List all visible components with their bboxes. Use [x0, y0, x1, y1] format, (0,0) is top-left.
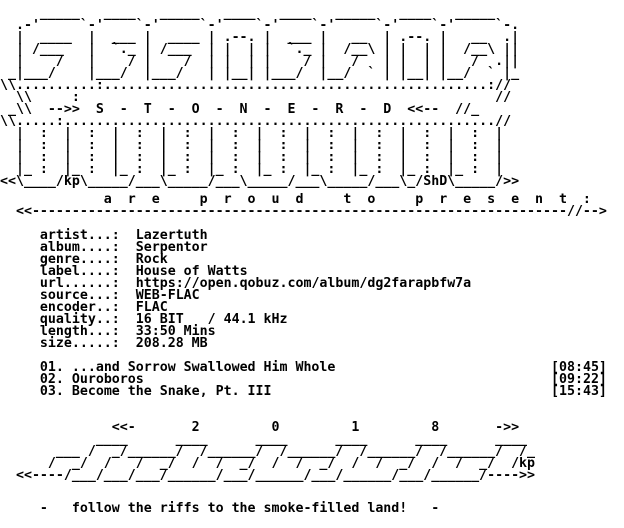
track-title: ...and Sorrow Swallowed Him Whole: [71, 360, 336, 375]
release-field-label: album....:: [0, 240, 136, 255]
release-field: label....: House of Watts: [0, 264, 248, 279]
track-number: 03.: [0, 384, 72, 399]
year-2018-ascii-art: <<- 2 0 1 8 ->> ____ ____ ____ ____ ____…: [15, 420, 536, 483]
release-field-label: source...:: [0, 288, 136, 303]
track-row: 03. Become the Snake, Pt. III [15:43]: [0, 384, 607, 399]
release-field: artist...: Lazertuth: [0, 228, 208, 243]
stonerd-ascii-header: _____ ____ _____ ____ ____ _____ ____ __…: [0, 6, 520, 189]
track-row: 01. ...and Sorrow Swallowed Him Whole [0…: [0, 360, 607, 375]
release-field-label: quality..:: [0, 312, 136, 327]
release-field-value: House of Watts: [135, 264, 248, 279]
track-number: 02.: [0, 372, 72, 387]
release-field: source...: WEB-FLAC: [0, 288, 200, 303]
presents-banner: a r e p r o u d t o p r e s e n t : <<--…: [15, 192, 607, 219]
release-field: genre....: Rock: [0, 252, 168, 267]
release-field: size.....: 208.28 MB: [0, 336, 208, 351]
track-title: Become the Snake, Pt. III: [71, 384, 272, 399]
release-field-label: encoder..:: [0, 300, 136, 315]
release-field-value: WEB-FLAC: [135, 288, 200, 303]
release-field-label: artist...:: [0, 228, 136, 243]
release-field: encoder..: FLAC: [0, 300, 168, 315]
release-field-value: Lazertuth: [135, 228, 208, 243]
tagline: - follow the riffs to the smoke-filled l…: [0, 501, 440, 516]
track-duration: [15:43]: [551, 384, 607, 399]
release-field-label: url......:: [0, 276, 136, 291]
release-field-label: genre....:: [0, 252, 136, 267]
release-field-value: FLAC: [135, 300, 168, 315]
release-field-value: 208.28 MB: [135, 336, 208, 351]
release-field-value: Rock: [135, 252, 168, 267]
track-duration: [09:22]: [551, 372, 607, 387]
track-number: 01.: [0, 360, 72, 375]
release-field-value: https://open.qobuz.com/album/dg2farapbfw…: [135, 276, 472, 291]
release-field: album....: Serpentor: [0, 240, 208, 255]
release-field-label: size.....:: [0, 336, 136, 351]
release-field: url......: https://open.qobuz.com/album/…: [0, 276, 471, 291]
release-field: quality..: 16 BIT / 44.1 kHz: [0, 312, 288, 327]
release-field-value: Serpentor: [135, 240, 208, 255]
release-field-label: length...:: [0, 324, 136, 339]
release-field: length...: 33:50 Mins: [0, 324, 216, 339]
track-title: Ouroboros: [71, 372, 144, 387]
release-field-value: 33:50 Mins: [135, 324, 216, 339]
release-info-block: artist...: Lazertuth album....: Serpento…: [0, 228, 471, 351]
tracklist: 01. ...and Sorrow Swallowed Him Whole [0…: [0, 360, 607, 399]
track-duration: [08:45]: [551, 360, 607, 375]
release-field-value: 16 BIT / 44.1 kHz: [135, 312, 288, 327]
track-row: 02. Ouroboros [09:22]: [0, 372, 607, 387]
release-field-label: label....:: [0, 264, 136, 279]
